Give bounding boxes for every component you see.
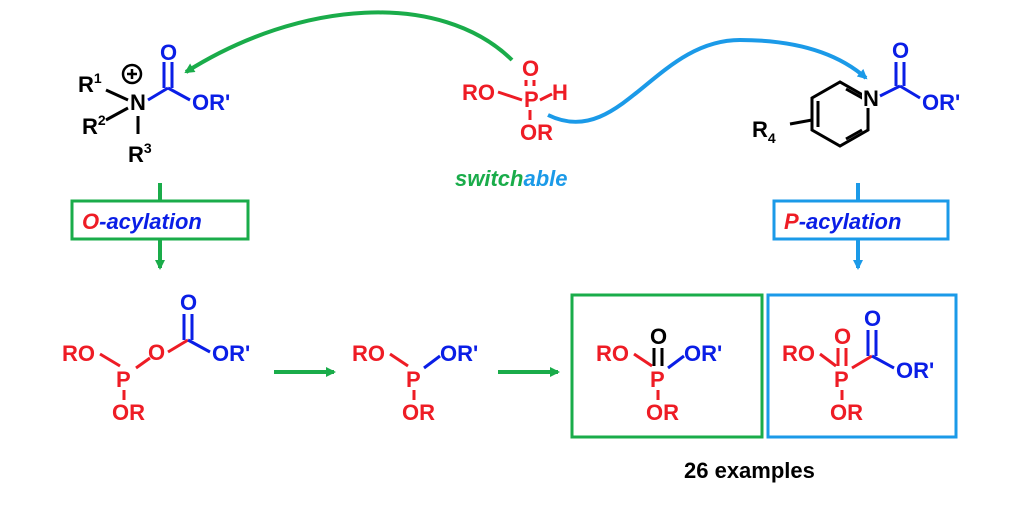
phosphate-triester: RO P O OR' OR (596, 324, 722, 425)
ester-label: OR' (922, 90, 960, 115)
able-part: able (523, 166, 567, 191)
phosphorus-label: P (650, 367, 665, 392)
ro-label: RO (62, 341, 95, 366)
ro-label: RO (352, 341, 385, 366)
switchable-label: switchable (455, 166, 568, 191)
p-acylation-box (772, 199, 950, 241)
r3-label: R3 (128, 140, 152, 167)
positive-charge-icon (121, 63, 143, 85)
bridging-oxygen-label: O (148, 340, 165, 365)
switch-part: switch (455, 166, 523, 191)
r1-label: R1 (78, 70, 102, 97)
h-phosphonate: RO P O H OR switchable (455, 56, 568, 191)
pyridine-nitrogen-label: N (863, 86, 879, 111)
phosphorus-label: P (524, 87, 539, 112)
carbonyl-oxygen-label: O (160, 40, 177, 65)
acylpyridinium: R4 N O OR' (752, 38, 960, 148)
hydrogen-label: H (552, 80, 568, 105)
oxo-oxygen-label: O (650, 324, 667, 349)
phosphite-triester: RO P OR' OR (352, 341, 478, 425)
o-acylation-label: O-acylation (82, 209, 202, 234)
or-label: OR (112, 400, 145, 425)
p-acylation-label: P-acylation (784, 209, 901, 234)
phosphorus-label: P (406, 367, 421, 392)
or-label: OR (830, 400, 863, 425)
nitrogen-label: N (130, 90, 146, 115)
acylammonium: R1 R2 R3 N O OR' (78, 40, 230, 167)
ester-label: OR' (192, 90, 230, 115)
or-label: OR (402, 400, 435, 425)
acylphosphonate: RO P O O OR' OR (782, 306, 934, 425)
ro-label: RO (782, 341, 815, 366)
ro-label: RO (596, 341, 629, 366)
ester-label: OR' (896, 358, 934, 383)
or-label: OR (646, 400, 679, 425)
ester-label: OR' (440, 341, 478, 366)
phosphorus-label: P (834, 367, 849, 392)
acylphosphonate-product-box (766, 293, 958, 439)
blue-curved-arrow (547, 37, 868, 124)
p-oxo-label: O (834, 324, 851, 349)
phosphite-carbonate-intermediate: RO P O O OR' OR (62, 290, 250, 425)
carbonyl-oxygen-label: O (892, 38, 909, 63)
carbonyl-oxygen-label: O (180, 290, 197, 315)
pyridine-ring (810, 80, 870, 148)
phosphate-product-box (570, 293, 764, 439)
green-curved-arrow (184, 10, 514, 74)
carbonyl-oxygen-label: O (864, 306, 881, 331)
ester-label: OR' (684, 341, 722, 366)
examples-count-label: 26 examples (684, 458, 815, 483)
r4-label: R4 (752, 117, 776, 146)
r2-label: R2 (82, 112, 106, 139)
phosphorus-label: P (116, 367, 131, 392)
or-label: OR (520, 120, 553, 145)
oxygen-label: O (522, 56, 539, 81)
ro-label: RO (462, 80, 495, 105)
o-acylation-box (70, 199, 250, 241)
ester-label: OR' (212, 341, 250, 366)
